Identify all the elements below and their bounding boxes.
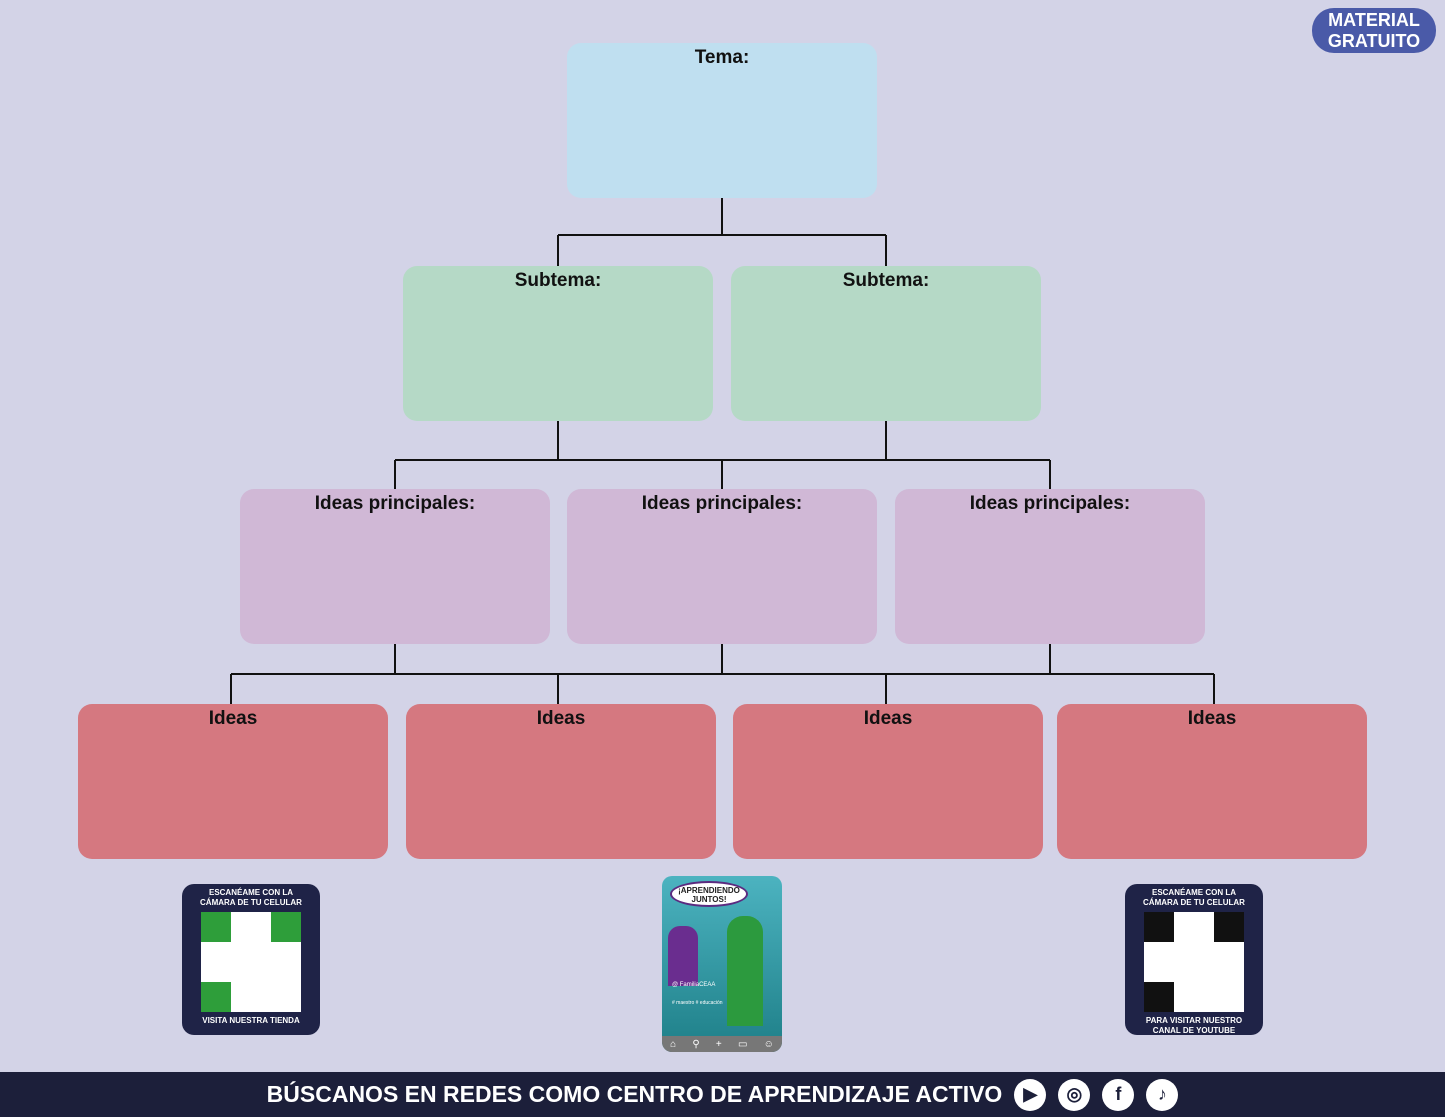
promo-phone-image: ¡APRENDIENDO JUNTOS! @ FamiliaCEAA # mae… [662, 876, 782, 1052]
plus-icon: + [715, 1038, 722, 1050]
ideas-box[interactable]: Ideas [406, 704, 716, 859]
ideas-label: Ideas [1187, 708, 1237, 729]
ideas-label: Ideas [208, 708, 258, 729]
home-icon: ⌂ [670, 1038, 677, 1050]
subtema-box[interactable]: Subtema: [403, 266, 713, 421]
tags: # maestro # educación [672, 1000, 723, 1006]
ideas-label: Ideas [536, 708, 586, 729]
subtema-label: Subtema: [514, 270, 602, 291]
tiktok-icon[interactable]: ♪ [1146, 1078, 1179, 1111]
qr-card-youtube[interactable]: ESCANÉAME CON LA CÁMARA DE TU CELULAR PA… [1125, 884, 1263, 1035]
footer-text: BÚSCANOS EN REDES COMO CENTRO DE APRENDI… [266, 1081, 1003, 1107]
speech-bubble: ¡APRENDIENDO JUNTOS! [670, 881, 748, 907]
ideas-principales-label: Ideas principales: [314, 493, 476, 514]
footer-bar: BÚSCANOS EN REDES COMO CENTRO DE APRENDI… [0, 1072, 1445, 1117]
search-icon: ⚲ [692, 1038, 700, 1050]
qr-caption-bottom: VISITA NUESTRA TIENDA [202, 1016, 300, 1025]
teacher-figure [668, 926, 698, 986]
ideas-principales-label: Ideas principales: [641, 493, 803, 514]
instagram-icon[interactable]: ◎ [1058, 1078, 1091, 1111]
tema-box[interactable]: Tema: [567, 43, 877, 198]
teacher-figure [727, 916, 763, 1026]
ideas-box[interactable]: Ideas [733, 704, 1043, 859]
qr-card-tienda[interactable]: ESCANÉAME CON LA CÁMARA DE TU CELULAR VI… [182, 884, 320, 1035]
inbox-icon: ▭ [737, 1038, 748, 1050]
qr-code [1144, 912, 1244, 1012]
ideas-box[interactable]: Ideas [78, 704, 388, 859]
profile-icon: ☺ [763, 1038, 774, 1050]
handle: @ FamiliaCEAA [672, 982, 716, 988]
facebook-icon[interactable]: f [1102, 1078, 1135, 1111]
badge-line2: GRATUITO [1327, 31, 1421, 51]
tema-label: Tema: [694, 47, 750, 68]
qr-code-heart [201, 912, 301, 1012]
badge-line1: MATERIAL [1328, 10, 1420, 30]
youtube-icon[interactable]: ▶ [1014, 1078, 1047, 1111]
qr-caption-top: ESCANÉAME CON LA CÁMARA DE TU CELULAR [1143, 888, 1245, 907]
ideas-principales-box[interactable]: Ideas principales: [240, 489, 550, 644]
subtema-label: Subtema: [842, 270, 930, 291]
ideas-principales-box[interactable]: Ideas principales: [567, 489, 877, 644]
subtema-box[interactable]: Subtema: [731, 266, 1041, 421]
qr-caption-top: ESCANÉAME CON LA CÁMARA DE TU CELULAR [200, 888, 302, 907]
ideas-box[interactable]: Ideas [1057, 704, 1367, 859]
qr-caption-bottom: PARA VISITAR NUESTRO CANAL DE YOUTUBE [1145, 1016, 1243, 1035]
ideas-principales-box[interactable]: Ideas principales: [895, 489, 1205, 644]
ideas-principales-label: Ideas principales: [969, 493, 1131, 514]
ideas-label: Ideas [863, 708, 913, 729]
phone-nav-bar: ⌂ ⚲ + ▭ ☺ [662, 1036, 782, 1052]
